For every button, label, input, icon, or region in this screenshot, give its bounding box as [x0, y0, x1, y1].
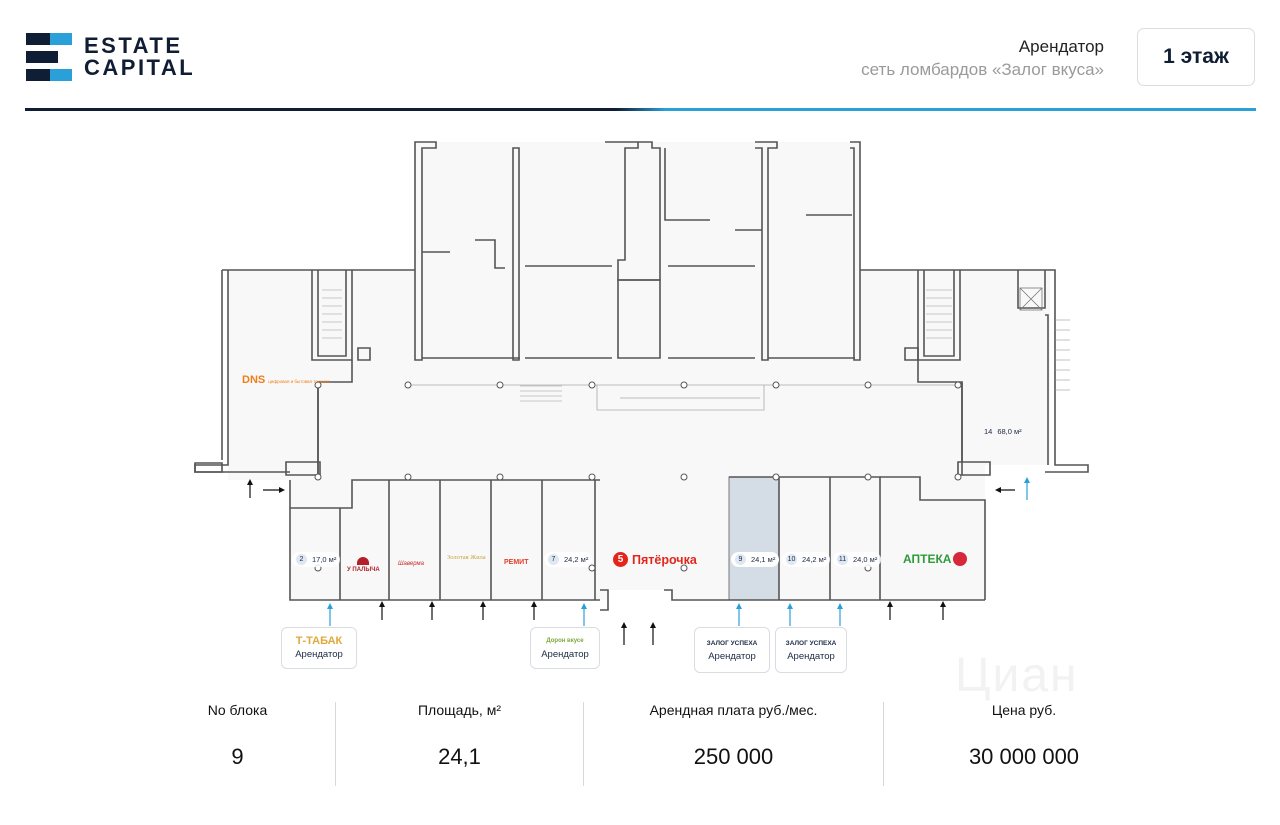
tenant-tag-zalog-uspekha-10[interactable]: ЗАЛОГ УСПЕХА Арендатор: [775, 627, 847, 673]
unit-number: 7: [548, 554, 559, 565]
entrance-arrows: [247, 479, 1015, 645]
brand-zolotaya-zhila: Золотая Жила: [447, 554, 487, 562]
unit-11-label[interactable]: 11 24,0 м²: [833, 552, 882, 567]
brand-dns: DNS цифровая и бытовая техника: [242, 374, 329, 386]
floor-button[interactable]: 1 этаж: [1137, 28, 1255, 86]
walls: [194, 141, 1089, 611]
unit-area: 68,0 м²: [997, 427, 1022, 436]
stat-divider: [335, 702, 336, 786]
header: ESTATE CAPITAL Арендатор сеть ломбардов …: [0, 0, 1280, 112]
tenant-value: сеть ломбардов «Залог вкуса»: [861, 60, 1104, 79]
logo-text: ESTATE CAPITAL: [84, 35, 195, 79]
stat-label: Площадь, м²: [417, 702, 501, 718]
apteka-badge-icon: [953, 552, 968, 566]
stat-value: 30 000 000: [968, 744, 1080, 769]
u-palycha-name: У ПАЛЫЧА: [347, 567, 380, 573]
stairs-center: [520, 385, 562, 402]
tenant-label: Арендатор: [1018, 37, 1104, 56]
stairs-left: [322, 289, 342, 339]
stat-block-number: No блока 9: [140, 690, 335, 790]
tag-name: Т-ТАБАК: [295, 634, 343, 647]
brand-shaverma: Шаверма: [398, 561, 424, 567]
logo-mark-icon: [26, 33, 74, 81]
elevator-icon: [1019, 287, 1043, 311]
shaverma-name: Шаверма: [398, 561, 424, 567]
stat-divider: [883, 702, 884, 786]
unit-area: 24,2 м²: [564, 555, 589, 564]
stairs-right: [926, 289, 1070, 391]
zolotaya-zhila-name: Золотая Жила: [447, 554, 486, 561]
tag-role: Арендатор: [787, 650, 835, 662]
tenant-info: Арендатор сеть ломбардов «Залог вкуса»: [861, 36, 1104, 82]
stat-rent: Арендная плата руб./мес. 250 000: [584, 690, 883, 790]
dns-sub: цифровая и бытовая техника: [268, 379, 330, 384]
unit-number: 11: [837, 554, 848, 565]
unit-9-label[interactable]: 9 24,1 м²: [731, 552, 780, 567]
stat-label: No блока: [207, 702, 268, 718]
unit-number: 9: [735, 554, 746, 565]
apteka-name: АПТЕКА: [903, 552, 952, 566]
cian-watermark: Циан: [955, 649, 1079, 702]
floor-area: [228, 142, 1050, 600]
stat-value: 24,1: [438, 744, 481, 769]
unit-7-label[interactable]: 7 24,2 м²: [544, 552, 593, 567]
unit-9-highlight: [728, 476, 780, 601]
unit-14-label[interactable]: 14 68,0 м²: [980, 425, 1026, 438]
unit-number: 10: [786, 554, 797, 565]
brand-apteka: АПТЕКА: [903, 552, 968, 566]
unit-number: 2: [296, 554, 307, 565]
stat-divider: [583, 702, 584, 786]
stat-area: Площадь, м² 24,1: [336, 690, 583, 790]
tag-role: Арендатор: [708, 650, 756, 662]
stat-label: Цена руб.: [991, 702, 1057, 718]
header-divider: [25, 108, 1256, 111]
unit-area: 24,1 м²: [751, 555, 776, 564]
logo-line-1: ESTATE: [84, 33, 183, 58]
dns-name: DNS: [242, 374, 266, 386]
stat-label: Арендная плата руб./мес.: [649, 702, 818, 718]
crown-icon: [357, 557, 370, 565]
stat-price: Цена руб. 30 000 000: [884, 690, 1164, 790]
unit-10-label[interactable]: 10 24,2 м²: [782, 552, 831, 567]
tag-name: ЗАЛОГ УСПЕХА: [706, 639, 758, 647]
tag-name: ЗАЛОГ УСПЕХА: [785, 639, 837, 647]
unit-2-label[interactable]: 2 17,0 м²: [292, 552, 341, 567]
floor-plan-drawing: [194, 141, 1089, 645]
pyaterochka-logo-icon: 5: [613, 552, 628, 567]
tag-role: Арендатор: [295, 648, 343, 660]
unit-stats: No блока 9 Площадь, м² 24,1 Арендная пла…: [0, 690, 1280, 800]
stat-value: 250 000: [693, 744, 774, 769]
stat-value: 9: [231, 744, 244, 769]
unit-area: 17,0 м²: [312, 555, 337, 564]
tenant-arrows: [327, 477, 1030, 626]
unit-area: 24,0 м²: [853, 555, 878, 564]
brand-pyaterochka: 5 Пятёрочка: [613, 552, 697, 567]
estate-capital-logo[interactable]: ESTATE CAPITAL: [26, 33, 226, 83]
tag-role: Арендатор: [541, 648, 589, 660]
unit-number: 14: [984, 427, 993, 436]
logo-line-2: CAPITAL: [84, 55, 196, 80]
tenant-tag-doron-vkuse[interactable]: Дорон вкусе Арендатор: [530, 627, 600, 669]
pyaterochka-name: Пятёрочка: [632, 552, 697, 567]
brand-u-palycha: У ПАЛЫЧА: [347, 557, 380, 573]
tenant-tag-zalog-uspekha-9[interactable]: ЗАЛОГ УСПЕХА Арендатор: [694, 627, 770, 673]
unit-area: 24,2 м²: [802, 555, 827, 564]
floor-plan: DNS цифровая и бытовая техника У ПАЛЫЧА …: [0, 120, 1280, 690]
tenant-tag-t-tabak[interactable]: Т-ТАБАК Арендатор: [281, 627, 357, 669]
brand-remit: РЕМИТ: [504, 559, 528, 566]
tag-name: Дорон вкусе: [546, 637, 584, 644]
remit-name: РЕМИТ: [504, 559, 529, 566]
